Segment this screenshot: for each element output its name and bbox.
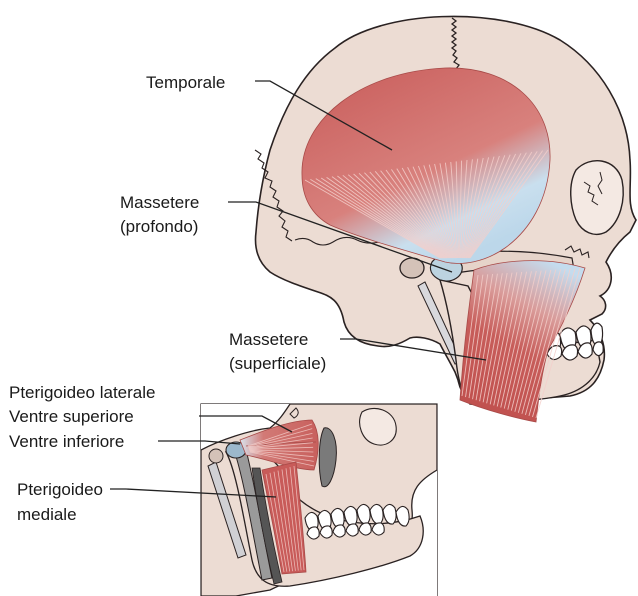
label-pterigoideo-mediale-line1: Pterigoideo: [17, 480, 103, 499]
label-masseter-deep-line1: Massetere: [120, 193, 199, 212]
inset-ear: [209, 449, 223, 463]
inset-panel: [201, 404, 437, 596]
label-masseter-sup-line1: Massetere: [229, 330, 308, 349]
label-ventre-inferiore: Ventre inferiore: [9, 432, 124, 451]
label-masseter-deep-line2: (profondo): [120, 217, 198, 236]
label-masseter-sup-line2: (superficiale): [229, 354, 326, 373]
label-pterigoideo-laterale: Pterigoideo laterale: [9, 383, 155, 402]
label-pterigoideo-mediale-line2: mediale: [17, 505, 77, 524]
label-temporale: Temporale: [146, 73, 225, 92]
label-ventre-superiore: Ventre superiore: [9, 407, 134, 426]
